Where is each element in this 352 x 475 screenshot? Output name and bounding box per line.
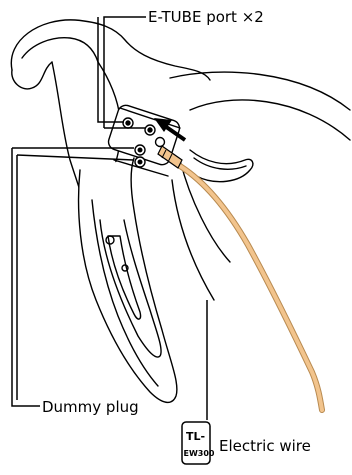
bracket-hood [11, 20, 210, 80]
tool-badge: TL- EW300 [182, 422, 215, 464]
label-electric-wire: Electric wire [219, 437, 311, 455]
tool-badge-line2: EW300 [184, 449, 215, 458]
handlebar-inner [190, 100, 350, 140]
label-dummy-plug: Dummy plug [42, 398, 139, 416]
electric-wire-outline [180, 166, 322, 410]
label-e-tube-port: E-TUBE port ×2 [148, 8, 264, 26]
leader-dummy-plug [12, 148, 40, 406]
brake-lever [79, 158, 177, 402]
dummy-plug-3 [156, 138, 165, 147]
tool-badge-line1: TL- [186, 430, 205, 443]
band-clamp [190, 150, 253, 182]
electric-wire [180, 166, 322, 410]
electric-wire-group [158, 146, 322, 410]
